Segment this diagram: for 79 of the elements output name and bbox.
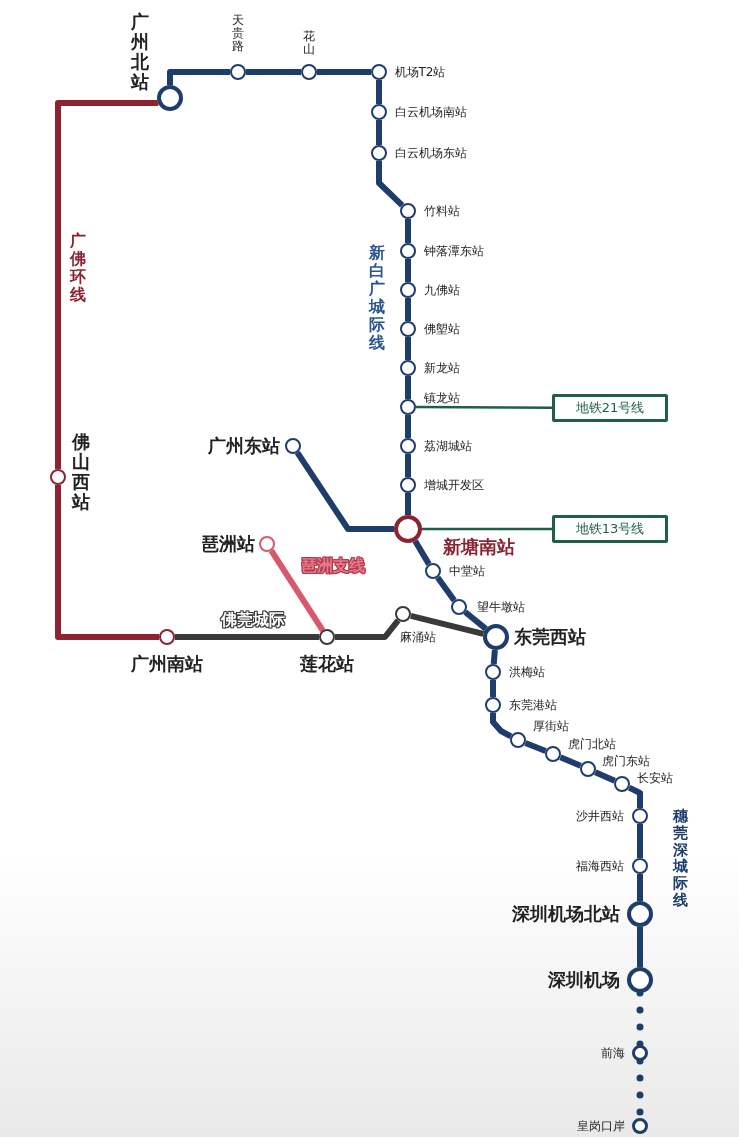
track-line — [435, 575, 457, 603]
station-name: 厚街站 — [532, 719, 569, 732]
station-name: 莲花站 — [299, 654, 354, 673]
station-name: 广州北站 — [130, 12, 150, 93]
station-name: 广州南站 — [130, 654, 203, 673]
track-line — [246, 69, 301, 75]
track-line — [317, 69, 371, 75]
station-name: 琶洲站 — [200, 534, 255, 553]
line-transfer-box: 地铁13号线 — [552, 515, 668, 543]
station-name: 荔湖城站 — [423, 439, 472, 452]
station-name: 机场T2站 — [394, 65, 446, 78]
track-line — [55, 99, 160, 469]
track-line — [490, 680, 496, 697]
track-line — [416, 405, 552, 409]
station-name: 花山 — [302, 29, 315, 57]
station-name: 长安站 — [636, 771, 673, 784]
track-line — [627, 784, 643, 808]
track-line — [294, 451, 394, 532]
station-name: 深圳机场北站 — [512, 905, 620, 923]
station-name: 天贵路 — [231, 13, 244, 54]
track-line — [490, 713, 513, 739]
track-line — [175, 634, 319, 640]
track-line — [524, 740, 547, 754]
station-name: 钟落潭东站 — [423, 244, 484, 257]
station-name: 九佛站 — [423, 283, 460, 296]
track-line — [637, 824, 643, 858]
track-line — [405, 493, 411, 515]
station-name: 皇岗口岸 — [576, 1119, 625, 1132]
track-line — [376, 80, 382, 104]
station-name: 镇龙站 — [423, 391, 460, 404]
station-name: 洪梅站 — [508, 665, 545, 678]
station-name: 中堂站 — [448, 564, 485, 577]
track-line — [559, 754, 582, 769]
station-name: 望牛墩站 — [476, 600, 525, 613]
station-name: 前海 — [600, 1046, 625, 1059]
station-name: 佛塱站 — [423, 322, 460, 335]
track-line — [405, 219, 411, 243]
station-name: 新龙站 — [423, 361, 460, 374]
track-line — [405, 259, 411, 282]
track-line — [376, 161, 405, 208]
line-transfer-box: 地铁21号线 — [552, 394, 668, 422]
station-name: 麻涌站 — [399, 630, 436, 643]
track-line — [637, 874, 643, 901]
track-line — [405, 415, 411, 438]
station-name: 福海西站 — [575, 859, 624, 872]
station-name: 增城开发区 — [423, 478, 484, 491]
track-line — [490, 649, 498, 665]
line-name-label: 新白广城际线 — [368, 244, 386, 352]
track-line — [422, 527, 552, 531]
track-line — [405, 298, 411, 321]
track-line — [410, 613, 485, 637]
station-name: 白云机场东站 — [394, 146, 467, 159]
station-name: 虎门北站 — [567, 737, 616, 750]
station-name: 深圳机场 — [548, 971, 620, 989]
track-line — [335, 618, 401, 640]
track-line — [376, 120, 382, 145]
track-line — [405, 376, 411, 399]
track-line — [637, 927, 643, 967]
track-line — [55, 485, 159, 640]
track-line — [463, 609, 488, 632]
station-name: 竹料站 — [423, 204, 460, 217]
line-name-label: 穗莞深城际线 — [672, 808, 688, 909]
track-line — [167, 69, 230, 85]
line-name-label: 广佛环线 — [69, 232, 87, 304]
station-name: 东莞西站 — [514, 628, 586, 646]
track-line — [405, 337, 411, 360]
station-name: 佛山西站 — [72, 431, 91, 513]
station-name: 新塘南站 — [443, 538, 515, 556]
track-line — [405, 454, 411, 477]
track-line — [594, 769, 616, 784]
station-name: 沙井西站 — [575, 809, 624, 822]
line-name-label: 琶洲支线 — [301, 557, 365, 575]
track-line — [268, 549, 326, 632]
line-name-label: 佛莞城际 — [221, 611, 285, 629]
station-name: 虎门东站 — [601, 754, 650, 767]
station-name: 东莞港站 — [508, 698, 557, 711]
station-name: 广州东站 — [207, 436, 280, 455]
track-line — [412, 539, 432, 566]
station-name: 白云机场南站 — [394, 105, 467, 118]
